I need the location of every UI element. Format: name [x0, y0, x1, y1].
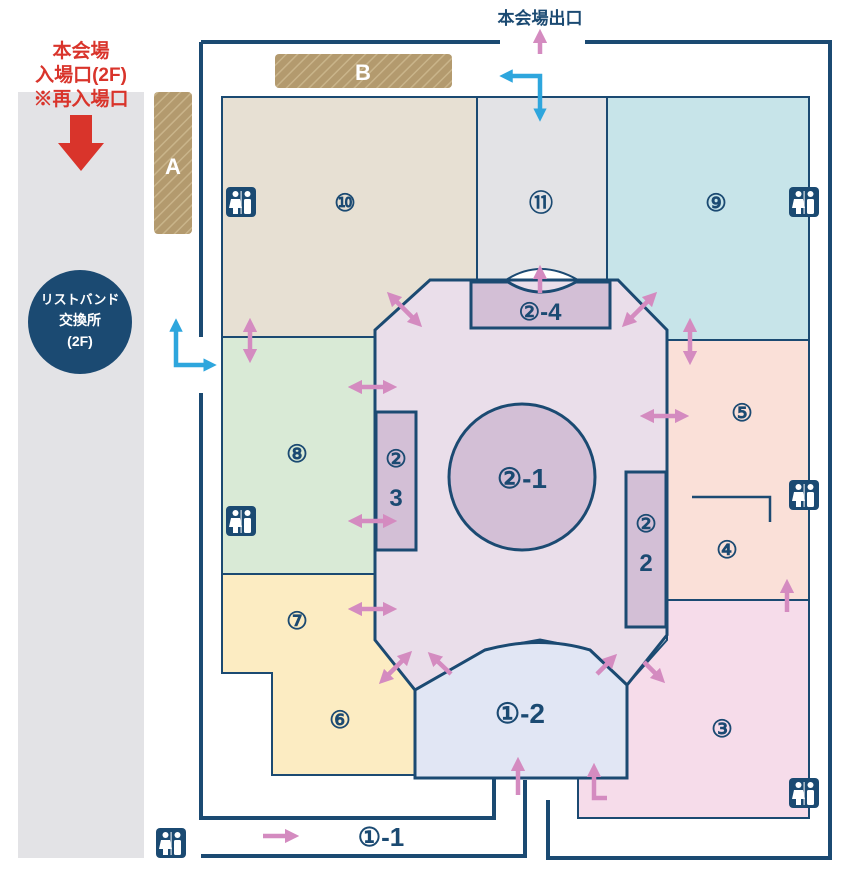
- restroom-icon: [226, 506, 256, 536]
- zone-1-2-label: ①-2: [495, 698, 545, 729]
- stage-2-1: [447, 402, 597, 552]
- zone-4-label: ④: [716, 537, 738, 564]
- zone-5-4: [666, 339, 810, 601]
- two-way-arrow-icon: [386, 291, 423, 328]
- zone-11: [476, 96, 608, 281]
- area-a: [154, 92, 192, 234]
- zone-1-1-label: ①-1: [358, 822, 404, 852]
- stage-2-3-label-top: ②: [385, 446, 407, 473]
- diagonal-arrow-icon: [427, 652, 453, 676]
- left-corridor: [18, 92, 144, 858]
- entrance-label-line2: 入場口(2F): [35, 64, 127, 86]
- zone-8-label: ⑧: [286, 441, 308, 468]
- restroom-icon: [226, 187, 256, 217]
- wristband-exchange: [28, 270, 132, 374]
- wristband-label-line2: 交換所: [59, 312, 101, 328]
- zone-6-label: ⑥: [329, 707, 351, 734]
- stage-2-1-label: ②-1: [497, 463, 547, 494]
- area-a-label: A: [165, 154, 181, 179]
- stage-2-4: [469, 280, 612, 330]
- wristband-label-line3: (2F): [67, 333, 93, 349]
- stage-2-3-label-bottom: 3: [389, 485, 402, 512]
- bottom-corridor-wall: [201, 780, 527, 858]
- elbow-arrow-icon: [169, 318, 217, 372]
- stage-2-2: [624, 470, 668, 629]
- two-way-arrow-icon: [621, 291, 658, 328]
- entrance-label-line3: ※再入場口: [33, 88, 128, 110]
- zone-11-label: ⑪: [529, 189, 553, 217]
- zone-5-label: ⑤: [731, 400, 753, 427]
- restroom-icon: [789, 480, 819, 510]
- zone-1-2: [413, 641, 629, 780]
- diagonal-arrow-icon: [642, 660, 666, 684]
- restroom-icon: [789, 778, 819, 808]
- stage-2-2-label-top: ②: [635, 511, 657, 538]
- elbow-arrow-icon: [499, 69, 547, 122]
- two-way-arrow-icon: [378, 650, 413, 685]
- restroom-icon: [156, 828, 186, 858]
- stage-2-4-label: ②-4: [519, 299, 563, 326]
- restroom-icon: [789, 187, 819, 217]
- wristband-label-line1: リストバンド: [41, 292, 120, 307]
- area-b: [275, 54, 452, 88]
- stage-2-3: [374, 410, 418, 552]
- zone-7-label: ⑦: [286, 608, 308, 635]
- up-arrow-icon: [586, 762, 607, 801]
- outer-wall-left: [199, 42, 496, 820]
- zone-10-label: ⑩: [334, 190, 356, 217]
- area-b-label: B: [355, 60, 371, 85]
- zone-9-label: ⑨: [705, 190, 727, 217]
- exit-label: 本会場出口: [498, 8, 583, 28]
- outer-wall-right: [201, 40, 832, 860]
- down-arrow-icon: [58, 115, 104, 171]
- diagonal-arrow-icon: [595, 653, 618, 676]
- zone-4-partition: [692, 495, 772, 522]
- zone-3-label: ③: [711, 716, 733, 743]
- entrance-label-line1: 本会場: [52, 39, 109, 62]
- stage-2-2-label-bottom: 2: [639, 550, 652, 577]
